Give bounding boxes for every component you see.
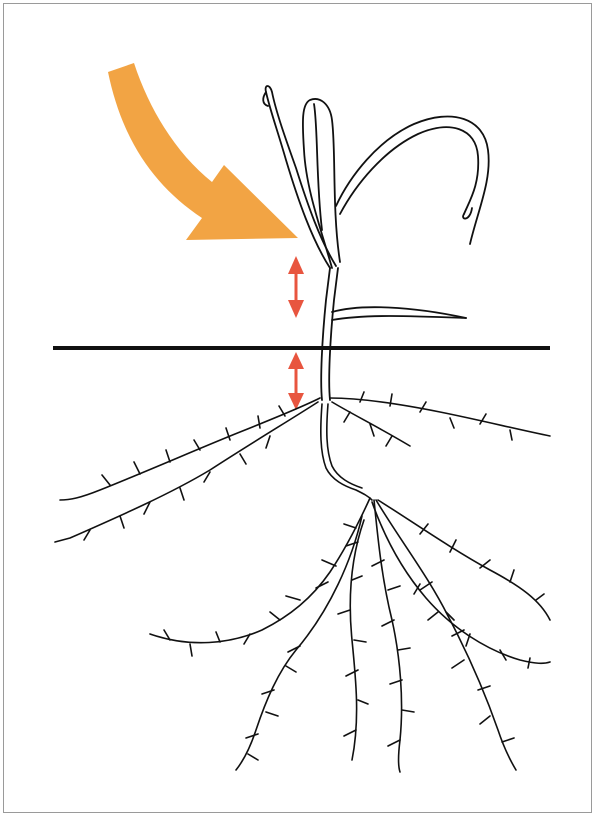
double-arrow-above-soil [288,256,304,318]
roots [55,392,550,772]
double-arrow-below-soil [288,352,304,410]
curved-arrow [108,63,298,240]
plant-seedling [263,86,488,400]
